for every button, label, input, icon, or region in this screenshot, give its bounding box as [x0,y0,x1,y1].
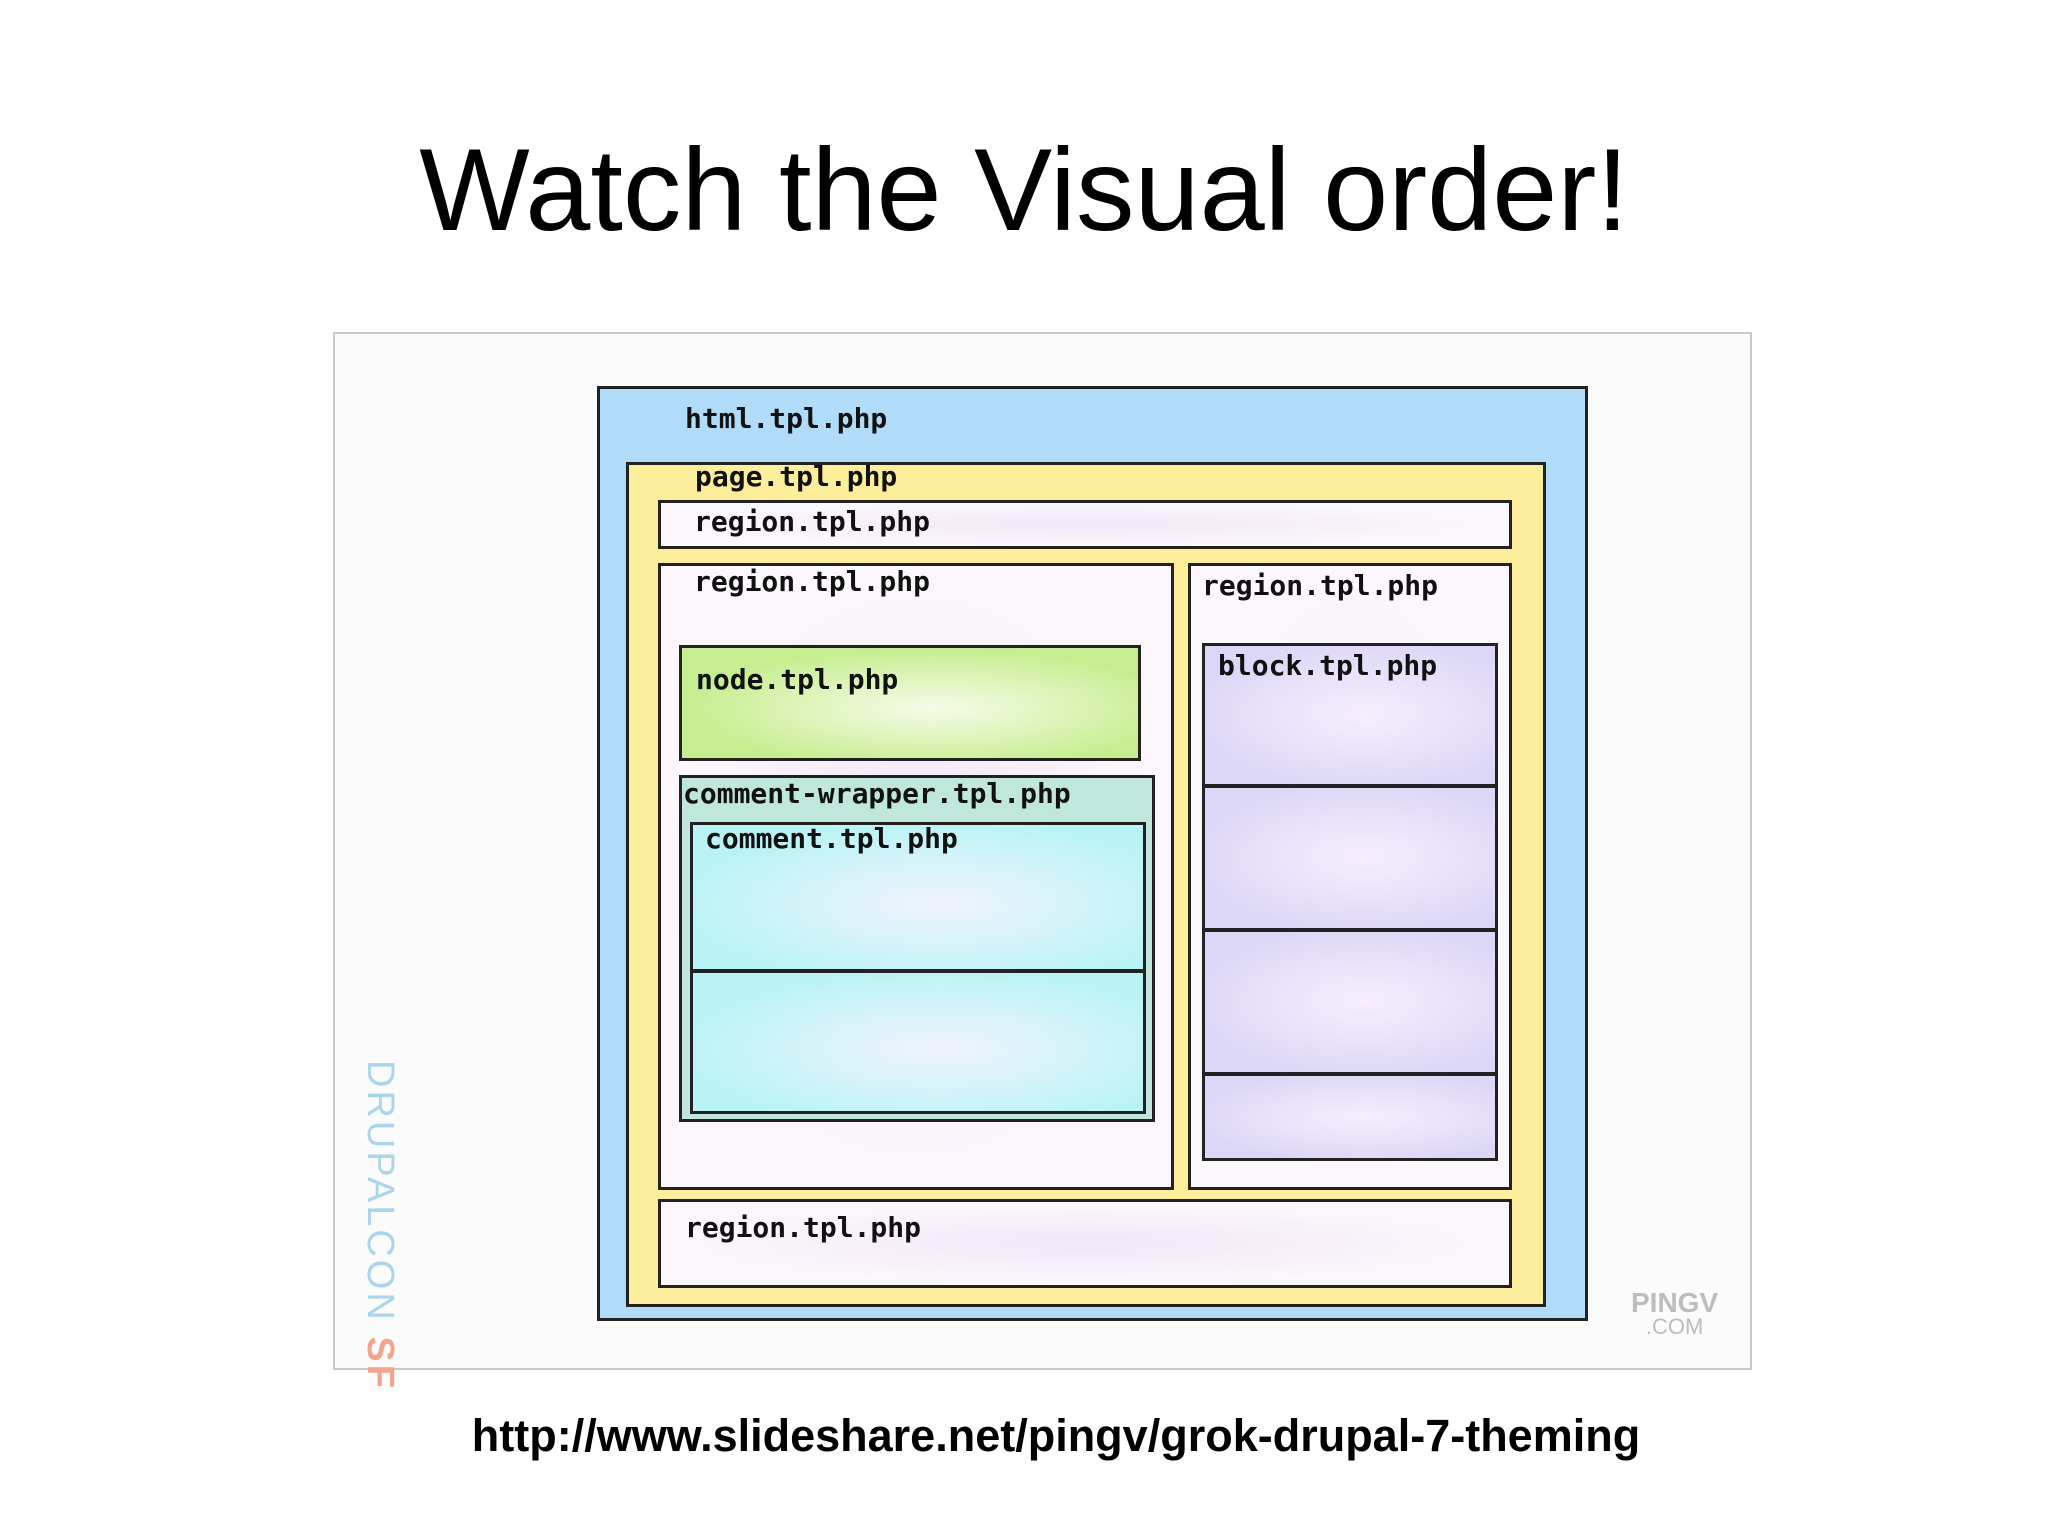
slide-title: Watch the Visual order! [419,124,1629,255]
drupalcon-logo-text: DRUPALCON [359,1060,401,1323]
region-bottom-box: region.tpl.php [658,1199,1512,1288]
region-left-label: region.tpl.php [694,565,931,598]
region-top-box: region.tpl.php [658,500,1512,549]
block-box-4 [1202,1073,1498,1161]
drupalcon-sf-text: SF [359,1336,401,1391]
source-url: http://www.slideshare.net/pingv/grok-dru… [471,1410,1641,1461]
block-box-3 [1202,929,1498,1075]
pingv-logo: PINGV .COM [1631,1287,1719,1339]
block-box-2 [1202,785,1498,931]
region-bottom-label: region.tpl.php [685,1211,922,1244]
region-top-label: region.tpl.php [694,505,931,538]
comment-box-2 [690,970,1146,1114]
node-template-label: node.tpl.php [696,663,899,696]
comment-template-label: comment.tpl.php [705,822,958,855]
comment-wrapper-label: comment-wrapper.tpl.php [683,777,1071,810]
pingv-logo-sub: .COM [1645,1314,1704,1339]
pingv-logo-text: PINGV [1631,1287,1719,1318]
drupalcon-sf-logo: DRUPALCON SF [359,1060,401,1391]
diagram-frame: html.tpl.php page.tpl.php region.tpl.php… [333,332,1752,1391]
page-template-label: page.tpl.php [695,460,898,493]
node-template-box: node.tpl.php [679,645,1141,761]
block-template-label: block.tpl.php [1218,649,1438,682]
region-right-label: region.tpl.php [1202,569,1439,602]
html-template-label: html.tpl.php [685,402,888,435]
comment-box-1: comment.tpl.php [690,822,1146,972]
block-box-1: block.tpl.php [1202,643,1498,787]
